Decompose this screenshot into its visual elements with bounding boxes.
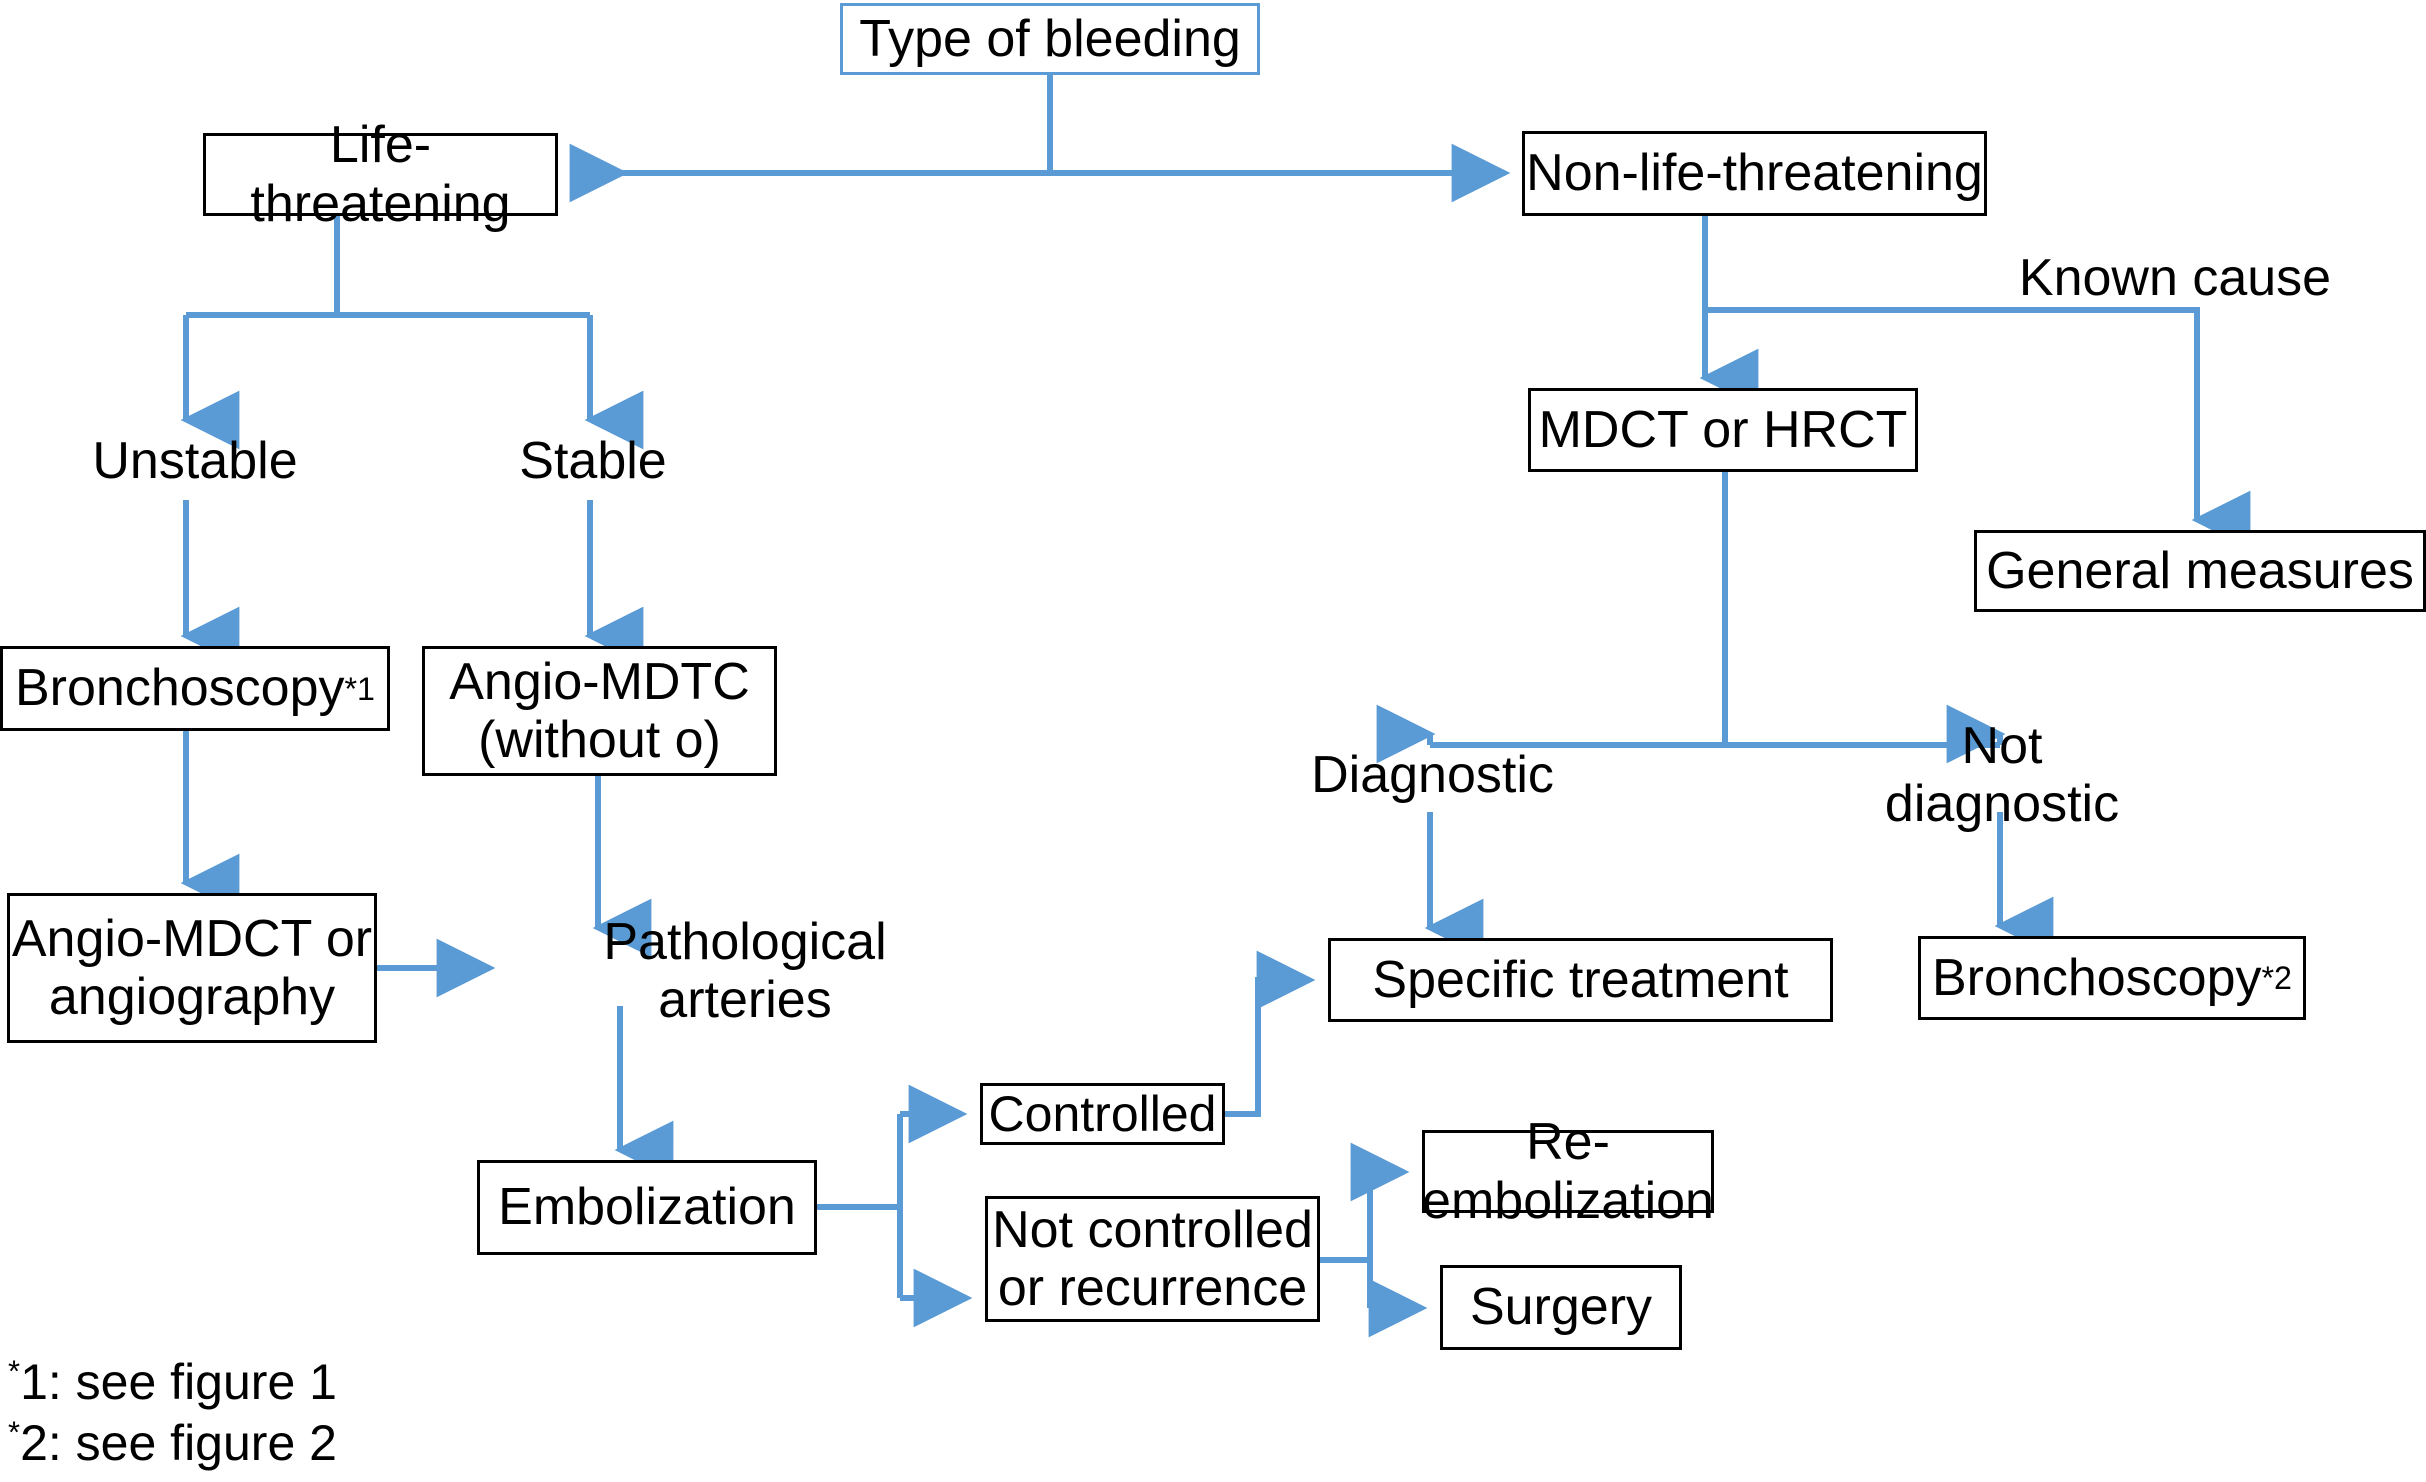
node-label: Controlled [988, 1086, 1217, 1142]
edge-controlled-to-specific-treatment [1225, 950, 1316, 1117]
node-bronchoscopy-1[interactable]: Bronchoscopy*1 [0, 646, 390, 731]
node-label: Angio-MDCT or angiography [11, 909, 373, 1026]
node-label: Known cause [2018, 248, 2332, 307]
node-label: Re-embolization [1422, 1113, 1714, 1230]
node-bronchoscopy-2[interactable]: Bronchoscopy*2 [1918, 936, 2306, 1020]
node-diagnostic: Diagnostic [1305, 742, 1560, 808]
node-label: Life-threatening [250, 116, 511, 233]
node-type-of-bleeding[interactable]: Type of bleeding [840, 3, 1260, 75]
node-label: Stable [519, 431, 667, 490]
node-label: Not controlled or recurrence [992, 1200, 1313, 1317]
node-label: Bronchoscopy [14, 659, 345, 718]
node-embolization[interactable]: Embolization [477, 1160, 817, 1255]
node-surgery[interactable]: Surgery [1440, 1265, 1682, 1350]
node-non-life-threatening[interactable]: Non-life-threatening [1522, 131, 1987, 216]
node-unstable: Unstable [70, 428, 320, 494]
footnote-1: *1: see figure 1 [8, 1352, 337, 1413]
node-label: Pathological arteries [603, 912, 887, 1029]
node-general-measures[interactable]: General measures [1974, 530, 2426, 612]
footnotes: *1: see figure 1 *2: see figure 2 [8, 1352, 337, 1474]
footnote-2-text: 2: see figure 2 [20, 1415, 337, 1471]
node-label: Type of bleeding [859, 9, 1241, 68]
node-label: Bronchoscopy [1931, 948, 2262, 1007]
node-controlled[interactable]: Controlled [980, 1083, 1225, 1145]
node-label: Angio-MDTC (without o) [449, 652, 750, 769]
node-pathological-arteries: Pathological arteries [510, 913, 980, 1029]
node-label: Non-life-threatening [1526, 144, 1983, 203]
node-specific-treatment[interactable]: Specific treatment [1328, 938, 1833, 1022]
node-re-embolization[interactable]: Re-embolization [1422, 1113, 1714, 1230]
footnote-2: *2: see figure 2 [8, 1413, 337, 1474]
node-angio-mdtc[interactable]: Angio-MDTC (without o) [422, 646, 777, 776]
node-label: Surgery [1469, 1278, 1653, 1337]
node-label: Not diagnostic [1884, 716, 2120, 833]
footnote-1-text: 1: see figure 1 [20, 1354, 337, 1410]
edge-label-known-cause: Known cause [2010, 245, 2340, 311]
node-label: MDCT or HRCT [1538, 400, 1908, 459]
node-not-controlled-or-recurrence[interactable]: Not controlled or recurrence [985, 1196, 1320, 1322]
node-label: General measures [1986, 541, 2414, 600]
node-stable: Stable [498, 428, 688, 494]
node-label: Specific treatment [1372, 950, 1789, 1009]
node-angio-mdct-or-angiography[interactable]: Angio-MDCT or angiography [7, 893, 377, 1043]
node-label: Embolization [498, 1178, 796, 1237]
node-label: Diagnostic [1311, 745, 1554, 804]
node-not-diagnostic: Not diagnostic [1842, 717, 2162, 833]
asterisk-icon: * [8, 1353, 21, 1389]
node-mdct-or-hrct[interactable]: MDCT or HRCT [1528, 388, 1918, 472]
node-label: Unstable [92, 431, 298, 490]
node-life-threatening[interactable]: Life-threatening [203, 116, 558, 233]
asterisk-icon: * [8, 1414, 21, 1450]
